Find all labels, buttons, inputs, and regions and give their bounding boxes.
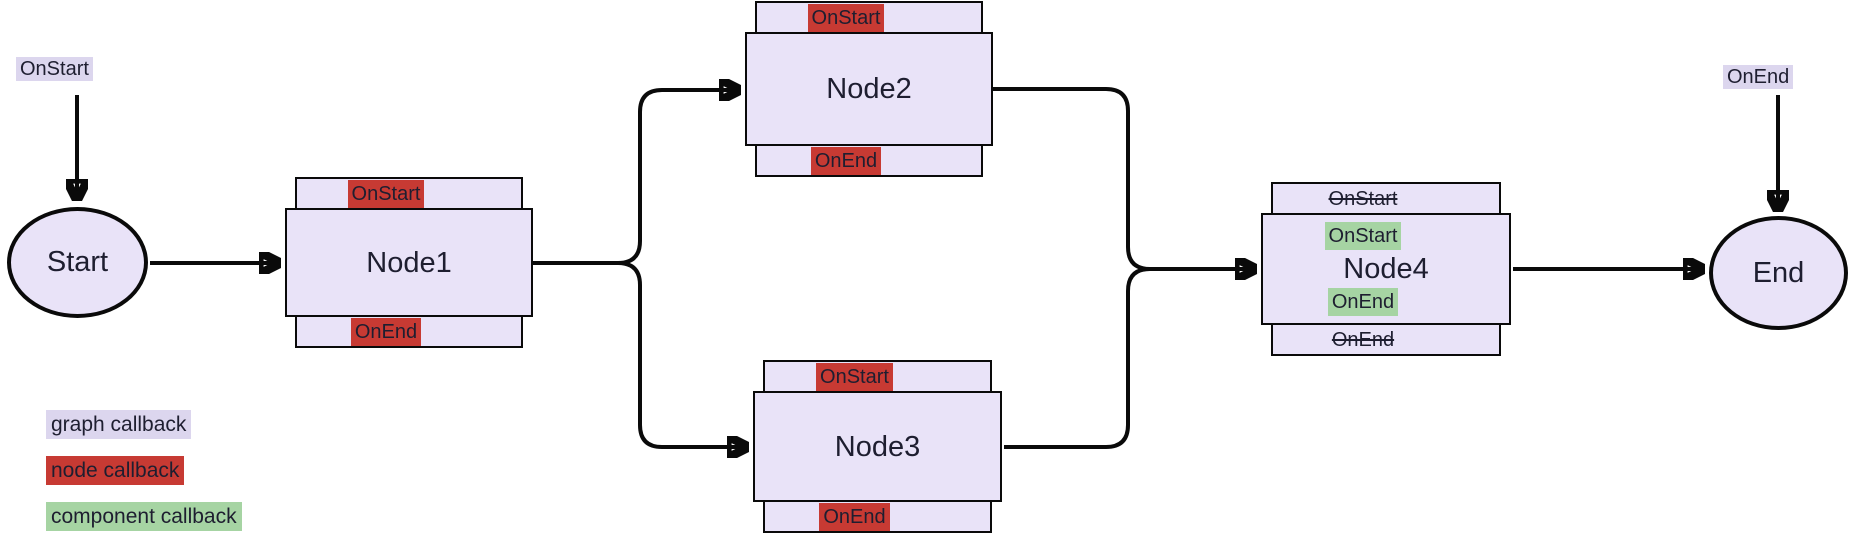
node3-box: OnStart Node3 OnEnd	[753, 360, 1002, 533]
legend-item-graph-callback: graph callback	[46, 410, 192, 439]
node4-content: OnStart Node4 OnEnd	[1324, 222, 1429, 316]
node2-title: Node2	[826, 73, 912, 105]
start-node-label: Start	[46, 246, 109, 278]
node4-struck-onend-strip: OnEnd	[1271, 323, 1501, 356]
arrow-node1-to-node3	[533, 261, 747, 447]
start-node: Start	[7, 207, 148, 318]
node4-component-onstart-chip: OnStart	[1324, 222, 1402, 250]
node1-onstart-chip: OnStart	[347, 179, 425, 208]
node2-onend-strip: OnEnd	[755, 144, 983, 177]
node3-onstart-chip: OnStart	[816, 362, 893, 391]
node1-onend-strip: OnEnd	[295, 315, 523, 348]
node3-onend-chip: OnEnd	[819, 502, 890, 531]
arrow-node3-to-node4	[1004, 267, 1151, 449]
node2-onstart-strip: OnStart	[755, 1, 983, 34]
node2-onend-chip: OnEnd	[810, 146, 882, 175]
graph-onend-label: OnEnd	[1723, 65, 1794, 89]
node3-onend-strip: OnEnd	[763, 500, 992, 533]
node4-title: Node4	[1343, 253, 1429, 285]
node1-onstart-strip: OnStart	[295, 177, 523, 210]
node4-struck-onstart-strip: OnStart	[1271, 182, 1501, 215]
node2-box: OnStart Node2 OnEnd	[745, 1, 993, 177]
end-node: End	[1709, 216, 1848, 330]
node4-struck-onend-label: OnEnd	[1331, 328, 1395, 351]
node4-struck-onstart-label: OnStart	[1328, 187, 1398, 210]
legend: graph callback node callback component c…	[46, 410, 242, 531]
node4-box: OnStart OnStart Node4 OnEnd OnEnd	[1261, 182, 1511, 356]
end-node-label: End	[1752, 256, 1805, 289]
node4-component-onend-chip: OnEnd	[1327, 288, 1399, 316]
node3-onstart-strip: OnStart	[763, 360, 992, 393]
legend-item-node-callback: node callback	[46, 456, 185, 485]
node1-box: OnStart Node1 OnEnd	[285, 177, 533, 348]
node1-onend-chip: OnEnd	[350, 317, 422, 346]
node1-title: Node1	[366, 246, 452, 279]
legend-item-component-callback: component callback	[46, 502, 242, 531]
arrow-node2-to-node4	[993, 87, 1255, 269]
node2-onstart-chip: OnStart	[807, 3, 885, 32]
graph-onstart-label: OnStart	[16, 57, 93, 81]
node3-title: Node3	[834, 430, 921, 463]
arrow-node1-to-node2	[533, 90, 739, 265]
